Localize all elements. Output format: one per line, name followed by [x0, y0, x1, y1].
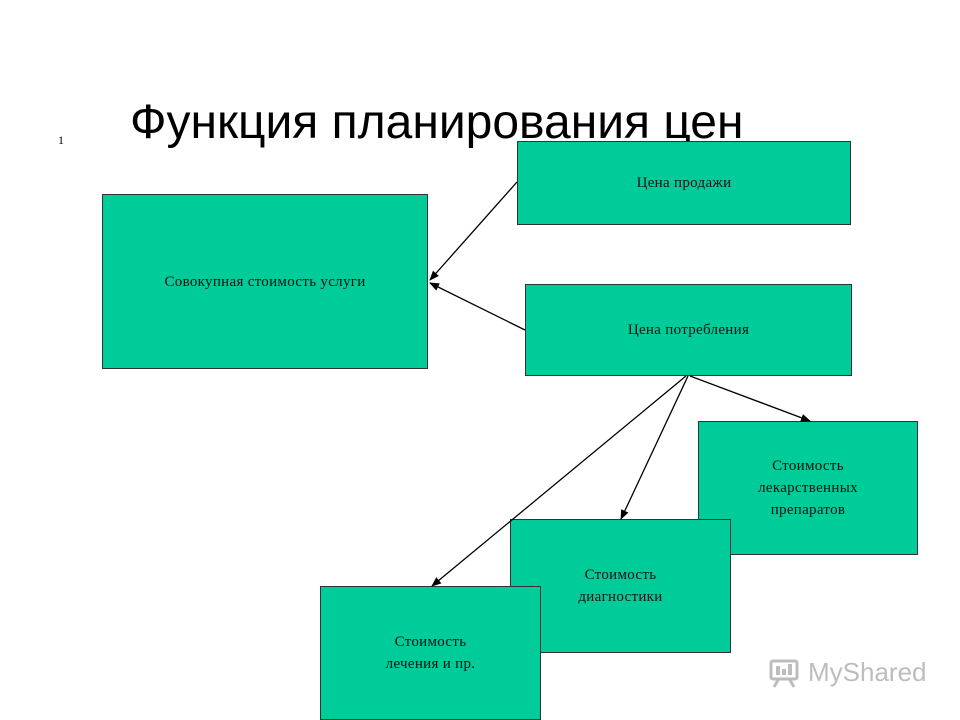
sale-price-label: Цена продажи	[636, 175, 732, 191]
slide-title: Функция планирования цен	[130, 96, 744, 149]
arrow-consumption-to-diagnostics	[620, 375, 689, 520]
watermark-text: MyShared	[808, 657, 927, 687]
arrow-consumption-to-treatment	[431, 375, 687, 587]
watermark: MyShared	[768, 657, 927, 688]
diagnostics-cost-label: Стоимость диагностики	[578, 567, 663, 605]
presentation-icon	[769, 659, 799, 688]
consumption-price-box: Цена потребления	[525, 284, 852, 376]
total-cost-box: Совокупная стоимость услуги	[102, 194, 428, 369]
treatment-cost-box: Стоимость лечения и пр.	[320, 586, 541, 720]
arrow-consumption-to-drugs	[689, 375, 811, 422]
arrow-consumption-to-total	[429, 282, 526, 331]
diagnostics-cost-box: Стоимость диагностики	[510, 519, 731, 653]
slide-number: 1	[58, 133, 64, 147]
drug-cost-label: Стоимость лекарственных препаратов	[758, 458, 858, 518]
consumption-price-label: Цена потребления	[627, 322, 750, 338]
arrow-sale-to-total	[429, 181, 518, 281]
treatment-cost-label: Стоимость лечения и пр.	[385, 634, 476, 672]
drug-cost-box: Стоимость лекарственных препаратов	[698, 421, 918, 555]
total-cost-label: Совокупная стоимость услуги	[164, 273, 366, 290]
sale-price-box: Цена продажи	[517, 141, 851, 225]
